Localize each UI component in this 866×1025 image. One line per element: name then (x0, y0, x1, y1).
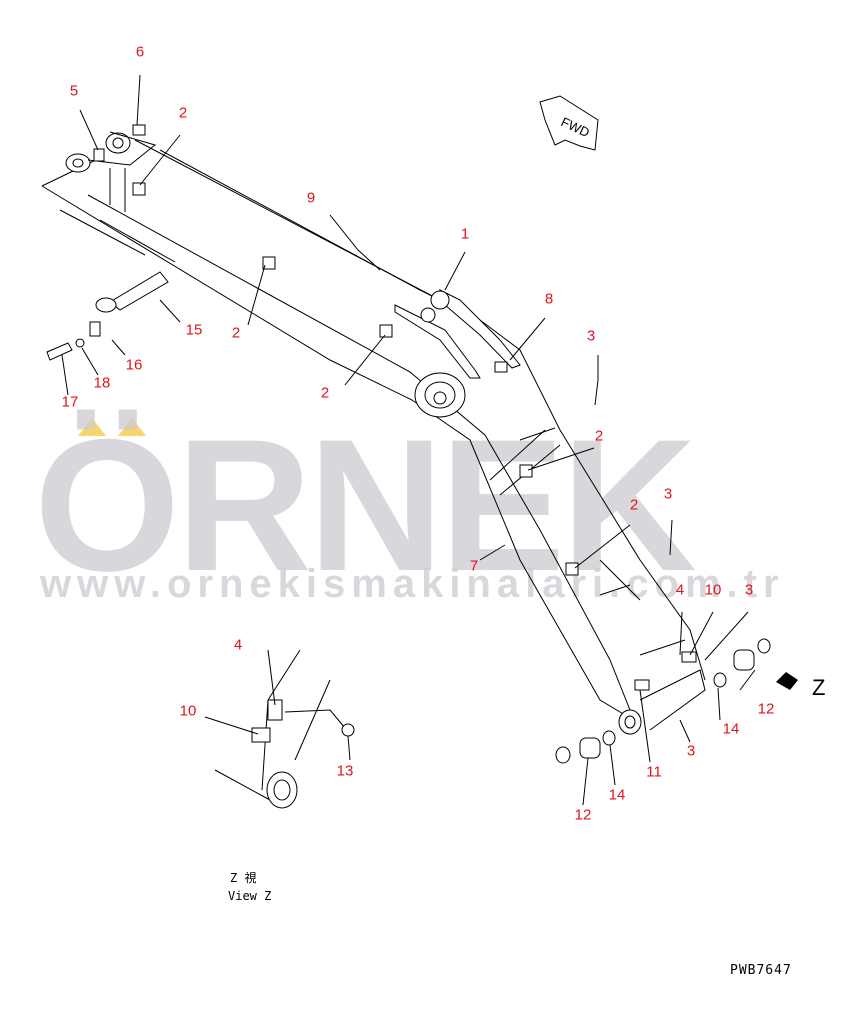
callout-3: 3 (686, 742, 696, 760)
callout-4: 4 (675, 581, 685, 599)
callout-2: 2 (320, 384, 330, 402)
callout-14: 14 (722, 720, 740, 738)
callout-16: 16 (125, 356, 143, 374)
callout-13: 13 (336, 762, 354, 780)
callout-3: 3 (586, 327, 596, 345)
callout-2: 2 (594, 427, 604, 445)
view-caption-jp: Z 視 (230, 871, 257, 885)
callout-8: 8 (544, 290, 554, 308)
callout-17: 17 (61, 393, 79, 411)
callout-1: 1 (460, 225, 470, 243)
callout-7: 7 (469, 557, 479, 575)
watermark-umlaut-dot (118, 418, 146, 436)
watermark-umlaut-dot (78, 418, 106, 436)
callout-6: 6 (135, 43, 145, 61)
callout-14: 14 (608, 786, 626, 804)
callout-15: 15 (185, 321, 203, 339)
view-z-marker: Z (812, 675, 825, 700)
callout-11: 11 (646, 763, 662, 781)
callout-3: 3 (744, 581, 754, 599)
callout-3: 3 (663, 485, 673, 503)
callout-12: 12 (757, 700, 775, 718)
view-caption-en: View Z (228, 889, 272, 903)
drawing-number: PWB7647 (730, 963, 792, 978)
callout-10: 10 (704, 581, 722, 599)
watermark-logo: ÖRNEK (34, 400, 697, 610)
callout-12: 12 (574, 806, 592, 824)
callout-10: 10 (179, 702, 197, 720)
callout-5: 5 (69, 82, 79, 100)
callout-2: 2 (231, 324, 241, 342)
callout-9: 9 (306, 189, 316, 207)
callout-4: 4 (233, 636, 243, 654)
callout-18: 18 (93, 374, 111, 392)
callout-2: 2 (178, 104, 188, 122)
callout-2: 2 (629, 496, 639, 514)
watermark-url: www.ornekismakinalari.com.tr (40, 562, 785, 606)
